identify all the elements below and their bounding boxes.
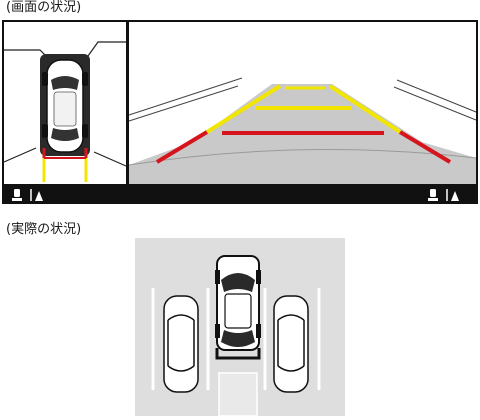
parking-lines	[151, 288, 321, 390]
parking-lot-illustration	[135, 238, 345, 420]
birds-eye-view-pane	[3, 22, 127, 184]
view-switch-button-left-b[interactable]	[30, 187, 46, 201]
monitor-screen	[3, 22, 477, 202]
side-camera-view-icon	[30, 189, 43, 201]
rear-camera-view-pane	[128, 22, 477, 184]
target-parking-frame	[215, 348, 261, 360]
screen-status-caption: (画面の状況)	[6, 0, 82, 15]
right-parked-car	[273, 295, 309, 393]
empty-slot-extension	[218, 372, 258, 417]
rear-camera-view-icon	[428, 189, 438, 201]
view-switch-button-right-a[interactable]	[426, 187, 440, 201]
view-switch-button-left-a[interactable]	[10, 187, 24, 201]
view-switch-button-right-b[interactable]	[446, 187, 462, 201]
parking-lot-scene	[135, 238, 345, 417]
actual-situation-caption: (実際の状況)	[6, 222, 82, 237]
side-camera-view-icon	[446, 189, 459, 201]
left-parked-car	[163, 295, 199, 393]
camera-monitor-display	[2, 20, 478, 204]
own-car	[215, 255, 261, 351]
own-car-top-view	[40, 54, 90, 156]
rear-camera-view-icon	[12, 189, 22, 201]
